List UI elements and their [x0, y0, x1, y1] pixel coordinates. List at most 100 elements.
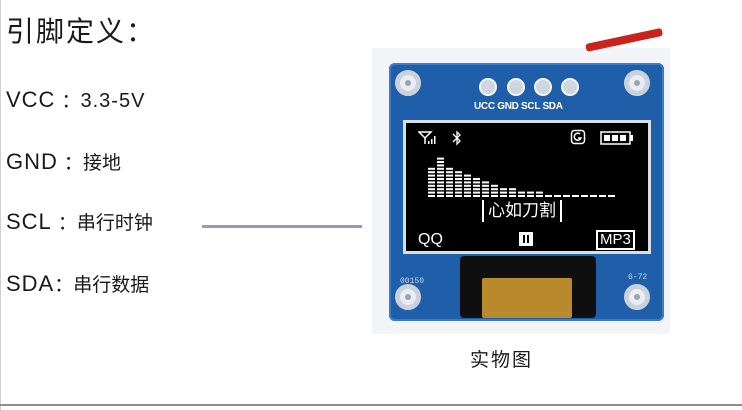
equalizer-segment	[428, 181, 435, 184]
equalizer-segment	[437, 171, 444, 174]
equalizer-segment	[608, 195, 615, 197]
equalizer-segment	[509, 188, 516, 191]
equalizer-segment	[455, 174, 462, 177]
equalizer-segment	[473, 184, 480, 187]
pin-row-gnd: GND ：接地	[6, 148, 121, 175]
equalizer-segment	[428, 174, 435, 177]
pause-icon	[519, 232, 533, 246]
header-pins	[471, 70, 583, 108]
equalizer-segment	[455, 188, 462, 191]
equalizer-segment	[446, 181, 453, 184]
pin-desc: 串行时钟	[76, 212, 153, 234]
equalizer-segment	[437, 191, 444, 194]
equalizer-segment	[446, 167, 453, 170]
pin-row-sda: SDA：串行数据	[6, 270, 149, 297]
equalizer-segment	[428, 191, 435, 194]
equalizer-segment	[428, 167, 435, 170]
equalizer-segment	[437, 184, 444, 187]
equalizer-segment	[599, 195, 606, 197]
equalizer-segment	[455, 184, 462, 187]
equalizer-segment	[518, 195, 525, 197]
equalizer-segment	[590, 195, 597, 197]
equalizer-segment	[437, 164, 444, 167]
equalizer-segment	[464, 191, 471, 194]
screen-left-label: QQ	[418, 231, 443, 248]
equalizer-segment	[473, 191, 480, 194]
pin-row-vcc: VCC ：3.3-5V	[6, 86, 145, 113]
equalizer-segment	[464, 184, 471, 187]
mounting-hole	[624, 284, 650, 310]
equalizer-segment	[437, 195, 444, 197]
equalizer-segment	[527, 191, 534, 194]
pin-separator: ：	[54, 274, 74, 296]
equalizer-segment	[446, 178, 453, 180]
ribbon-contacts	[482, 278, 572, 318]
equalizer-segment	[536, 195, 543, 197]
mounting-hole	[395, 70, 421, 96]
equalizer-segment	[572, 195, 579, 197]
board-pin-labels: UCC GND SCL SDA	[474, 101, 563, 112]
equalizer-segment	[473, 188, 480, 191]
equalizer-segment	[437, 157, 444, 160]
equalizer-segment	[464, 181, 471, 184]
mounting-hole	[624, 70, 650, 96]
pin-desc: 串行数据	[73, 274, 150, 296]
equalizer-segment	[428, 171, 435, 174]
equalizer-segment	[428, 188, 435, 191]
mounting-hole	[395, 284, 421, 310]
equalizer-segment	[446, 195, 453, 197]
pin-row-scl: SCL ：串行时钟	[6, 208, 153, 235]
equalizer-segment	[446, 174, 453, 177]
equalizer-segment	[491, 184, 498, 187]
equalizer-segment	[428, 178, 435, 180]
equalizer-segment	[581, 195, 588, 197]
equalizer-segment	[464, 174, 471, 177]
equalizer-segment	[428, 195, 435, 197]
equalizer-segment	[428, 184, 435, 187]
pin-separator: ：	[51, 212, 77, 234]
battery-icon	[600, 131, 633, 145]
equalizer-segment	[455, 171, 462, 174]
silkscreen-left: 00150	[400, 277, 425, 286]
flex-ribbon-cable	[460, 256, 596, 318]
equalizer-segment	[554, 195, 561, 197]
pin-name: VCC	[6, 87, 56, 112]
equalizer-segment	[437, 161, 444, 163]
equalizer-segment	[464, 195, 471, 197]
photo-caption: 实物图	[470, 349, 534, 371]
equalizer-segment	[545, 195, 552, 197]
connector-line	[202, 225, 362, 228]
pin-name: SCL	[6, 209, 52, 234]
signal-icon	[418, 131, 436, 144]
equalizer-segment	[446, 188, 453, 191]
equalizer-segment	[446, 171, 453, 174]
equalizer-segment	[482, 195, 489, 197]
equalizer-segment	[446, 184, 453, 187]
equalizer-segment	[509, 191, 516, 194]
record-icon	[570, 129, 586, 145]
equalizer-segment	[464, 178, 471, 180]
pin-separator: ：	[55, 90, 81, 112]
page-title: 引脚定义：	[6, 15, 157, 48]
equalizer-segment	[437, 167, 444, 170]
header-pin	[479, 78, 497, 96]
equalizer-segment	[473, 181, 480, 184]
equalizer-segment	[536, 191, 543, 194]
silkscreen-right: 6-72	[628, 273, 648, 282]
oled-screen: 心如刀割 QQ MP3	[403, 120, 651, 254]
equalizer-segment	[500, 191, 507, 194]
header-pin	[507, 78, 525, 96]
equalizer-display	[428, 157, 615, 197]
equalizer-segment	[482, 184, 489, 187]
header-pin	[561, 78, 579, 96]
equalizer-segment	[437, 181, 444, 184]
pin-separator: ：	[57, 152, 83, 174]
equalizer-segment	[527, 195, 534, 197]
pin-desc: 接地	[82, 152, 121, 174]
equalizer-segment	[500, 195, 507, 197]
bluetooth-icon	[452, 130, 461, 146]
equalizer-segment	[482, 181, 489, 184]
equalizer-segment	[491, 191, 498, 194]
equalizer-segment	[473, 178, 480, 180]
header-pin	[534, 78, 552, 96]
